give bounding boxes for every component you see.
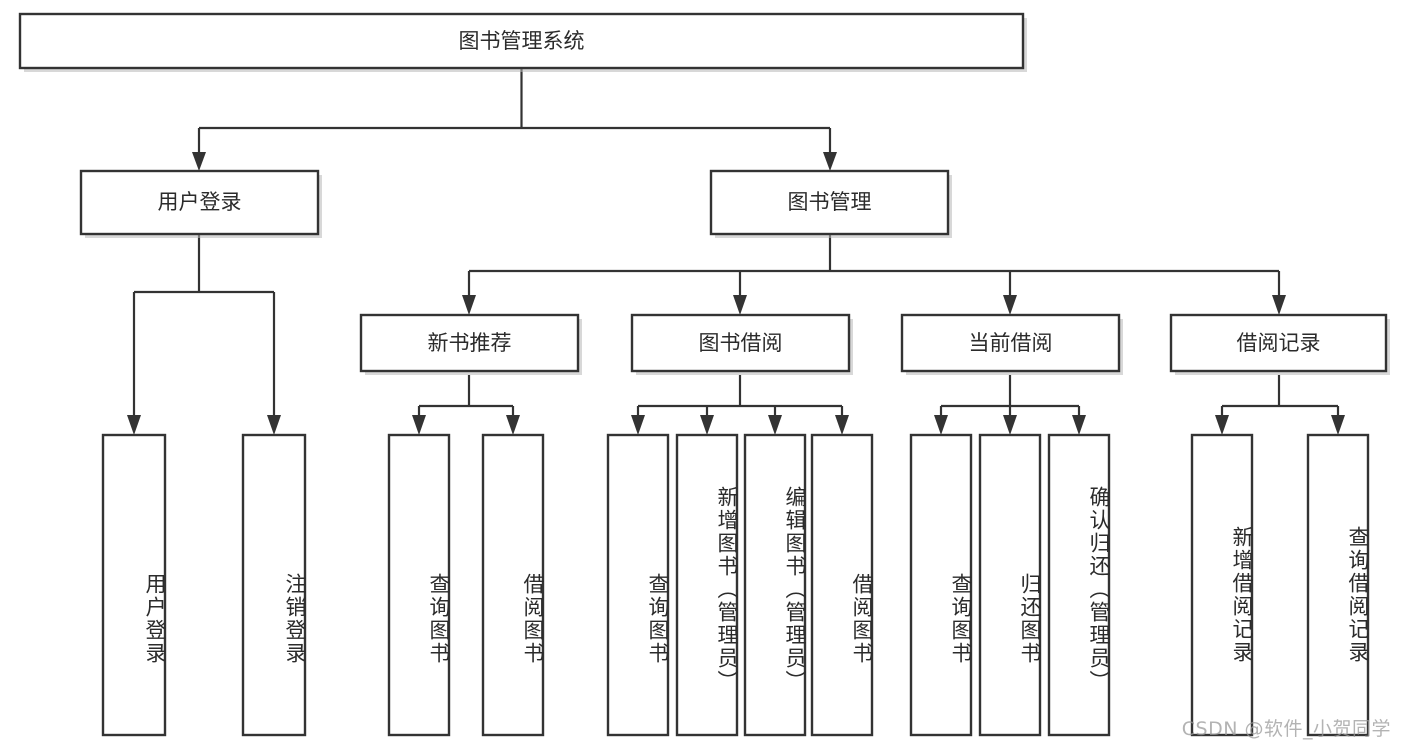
arrow-leaf-query-book-2 <box>631 415 645 435</box>
arrow-leaf-borrow-book-1 <box>506 415 520 435</box>
arrow-leaf-query-book-1 <box>412 415 426 435</box>
node-root-label: 图书管理系统 <box>459 29 585 53</box>
node-current-borrow-box <box>900 313 1121 373</box>
leaf-logout-login-box[interactable] <box>241 433 307 737</box>
leaf-query-book-2-box[interactable] <box>606 433 670 737</box>
arrow-leaf-borrow-book-2 <box>835 415 849 435</box>
node-book-manage-box <box>709 169 950 236</box>
node-book-manage[interactable]: 图书管理 <box>709 169 952 238</box>
arrow-leaf-query-record <box>1331 415 1345 435</box>
node-borrow-record-box <box>1169 313 1388 373</box>
arrow-user-login <box>192 152 206 171</box>
node-borrow-record-label: 借阅记录 <box>1237 331 1321 355</box>
arrow-leaf-query-book-3 <box>934 415 948 435</box>
arrow-leaf-confirm-return <box>1072 415 1086 435</box>
arrow-book-borrow <box>733 295 747 315</box>
leaf-edit-book-box[interactable] <box>743 433 807 737</box>
node-root[interactable]: 图书管理系统 <box>18 12 1027 72</box>
node-book-borrow-box <box>630 313 851 373</box>
watermark-text: CSDN @软件_小贺同学 <box>1181 718 1391 740</box>
node-new-book-recommend-label: 新书推荐 <box>428 331 512 355</box>
node-layer: 图书管理系统 用户登录 图书管理 新书推荐 <box>18 12 1390 737</box>
arrow-book-manage <box>823 152 837 171</box>
arrow-new-book-recommend <box>462 295 476 315</box>
node-borrow-record[interactable]: 借阅记录 <box>1169 313 1390 375</box>
arrow-leaf-add-record <box>1215 415 1229 435</box>
arrow-leaf-return-book <box>1003 415 1017 435</box>
arrow-leaf-user-login <box>127 415 141 435</box>
arrow-leaf-logout <box>267 415 281 435</box>
leaf-return-book-box[interactable] <box>978 433 1042 737</box>
leaf-user-login-box[interactable] <box>101 433 167 737</box>
node-book-borrow-label: 图书借阅 <box>699 331 783 355</box>
node-new-book-recommend[interactable]: 新书推荐 <box>359 313 582 375</box>
leaf-box-layer <box>101 433 1370 737</box>
leaf-query-book-3-box[interactable] <box>909 433 973 737</box>
connector-layer <box>127 68 1345 435</box>
arrow-leaf-add-book <box>700 415 714 435</box>
node-user-login[interactable]: 用户登录 <box>79 169 322 238</box>
node-new-book-recommend-box <box>359 313 580 373</box>
leaf-query-book-1-box[interactable] <box>387 433 451 737</box>
leaf-borrow-book-1-box[interactable] <box>481 433 545 737</box>
node-book-borrow[interactable]: 图书借阅 <box>630 313 853 375</box>
node-user-login-label: 用户登录 <box>158 190 242 214</box>
leaf-confirm-return-box[interactable] <box>1047 433 1111 737</box>
node-user-login-box <box>79 169 320 236</box>
leaf-query-record-box[interactable] <box>1306 433 1370 737</box>
leaf-add-record-box[interactable] <box>1190 433 1254 737</box>
leaf-borrow-book-2-box[interactable] <box>810 433 874 737</box>
arrow-current-borrow <box>1003 295 1017 315</box>
node-book-manage-label: 图书管理 <box>788 190 872 214</box>
leaf-add-book-box[interactable] <box>675 433 739 737</box>
node-root-box <box>18 12 1025 70</box>
node-current-borrow[interactable]: 当前借阅 <box>900 313 1123 375</box>
arrow-borrow-record <box>1272 295 1286 315</box>
node-current-borrow-label: 当前借阅 <box>969 331 1053 355</box>
arrow-leaf-edit-book <box>768 415 782 435</box>
